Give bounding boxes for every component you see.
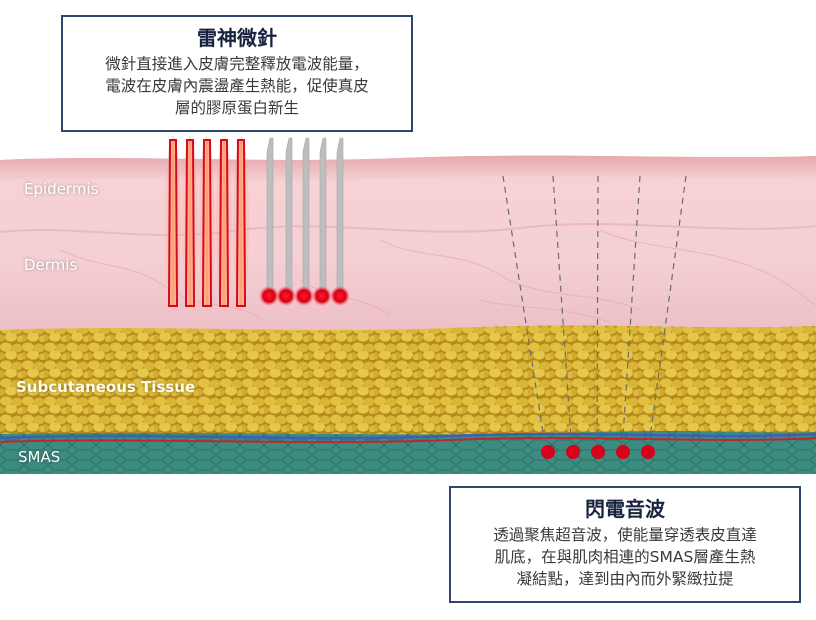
callout-line: 凝結點，達到由內而外緊緻拉提 [516,570,734,588]
needle-inactive [266,137,274,297]
heat-point [276,286,296,306]
needle-active [233,136,249,308]
red-vessel [0,437,816,444]
epidermis-dermis-boundary [0,223,816,237]
callout-line: 層的膠原蛋白新生 [174,99,299,117]
callout-title: 閃電音波 [585,497,665,521]
skin-surface-edge [0,155,816,181]
callout-body: 透過聚焦超音波，使能量穿透表皮直達 肌底，在與肌肉相連的SMAS層產生熱 凝結點… [451,524,799,590]
label-smas: SMAS [18,448,61,466]
needle-active [216,136,232,308]
focal-point [641,445,655,459]
label-dermis: Dermis [24,256,78,274]
smas-focal-points [541,445,655,459]
hifu-beams [502,175,687,453]
callout-body: 微針直接進入皮膚完整釋放電波能量， 電波在皮膚內震盪產生熱能，促使真皮 層的膠原… [63,53,411,119]
needle-active [182,136,198,308]
heat-point [259,286,279,306]
focal-point [541,445,555,459]
callout-line: 透過聚焦超音波，使能量穿透表皮直達 [493,526,757,544]
needle-inactive [285,137,293,297]
blue-vessel [0,432,816,440]
callout-line: 微針直接進入皮膚完整釋放電波能量， [105,55,369,73]
dermis-vessels [59,229,816,323]
focal-point [566,445,580,459]
active-needles [165,136,249,308]
focal-point [616,445,630,459]
callout-hifu: 閃電音波 透過聚焦超音波，使能量穿透表皮直達 肌底，在與肌肉相連的SMAS層產生… [449,486,801,603]
callout-title: 雷神微針 [197,26,277,50]
needle-active [165,136,181,308]
needle-inactive [336,137,344,297]
dermis-heat-points [259,286,350,306]
epidermis-layer [0,155,816,330]
heat-point [312,286,332,306]
callout-line: 肌底，在與肌肉相連的SMAS層產生熱 [494,548,756,566]
label-epidermis: Epidermis [24,180,99,198]
focal-point [591,445,605,459]
needle-inactive [319,137,327,297]
subcutaneous-layer [0,325,816,436]
heat-point [294,286,314,306]
label-subcutaneous: Subcutaneous Tissue [16,378,196,396]
needle-inactive [302,137,310,297]
needle-active [199,136,215,308]
heat-point [330,286,350,306]
callout-line: 電波在皮膚內震盪產生熱能，促使真皮 [105,77,369,95]
callout-microneedle: 雷神微針 微針直接進入皮膚完整釋放電波能量， 電波在皮膚內震盪產生熱能，促使真皮… [61,15,413,132]
